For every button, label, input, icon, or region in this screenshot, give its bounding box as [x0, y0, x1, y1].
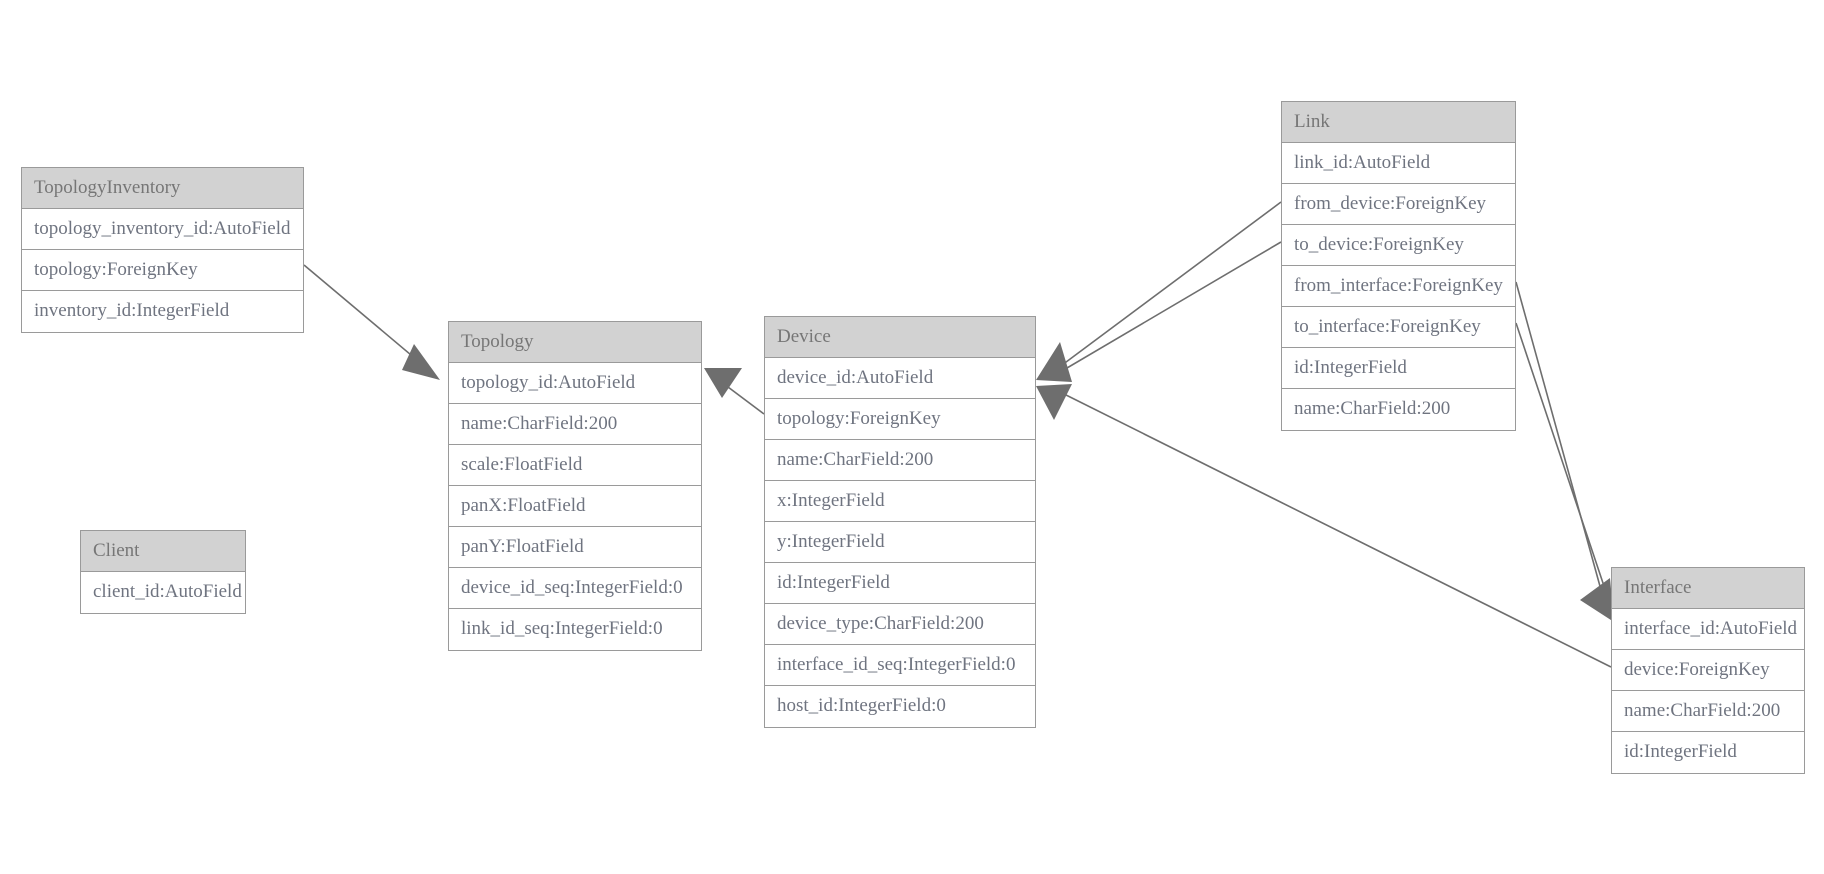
entity-field-row: name:CharField:200 — [765, 440, 1035, 481]
entity-title-client: Client — [81, 531, 245, 572]
entity-field-row: id:IntegerField — [765, 563, 1035, 604]
entity-field-row: client_id:AutoField — [81, 572, 245, 613]
entity-field-row: device_id_seq:IntegerField:0 — [449, 568, 701, 609]
entity-field-row: to_device:ForeignKey — [1282, 225, 1515, 266]
edge-link-tointerface-interface — [1515, 322, 1613, 611]
entity-field-row: topology:ForeignKey — [22, 250, 303, 291]
entity-field-row: from_device:ForeignKey — [1282, 184, 1515, 225]
entity-field-row: link_id_seq:IntegerField:0 — [449, 609, 701, 650]
entity-title-interface: Interface — [1612, 568, 1804, 609]
entity-field-row: to_interface:ForeignKey — [1282, 307, 1515, 348]
entity-field-row: host_id:IntegerField:0 — [765, 686, 1035, 727]
entity-title-topology_inventory: TopologyInventory — [22, 168, 303, 209]
entity-field-row: device_id:AutoField — [765, 358, 1035, 399]
edge-device-topology — [704, 368, 765, 415]
entity-field-row: x:IntegerField — [765, 481, 1035, 522]
entity-field-row: interface_id:AutoField — [1612, 609, 1804, 650]
entity-field-row: name:CharField:200 — [1282, 389, 1515, 430]
entity-field-row: interface_id_seq:IntegerField:0 — [765, 645, 1035, 686]
entity-field-row: scale:FloatField — [449, 445, 701, 486]
entity-field-row: inventory_id:IntegerField — [22, 291, 303, 332]
edge-topologyinventory-topology — [303, 264, 440, 380]
entity-title-topology: Topology — [449, 322, 701, 363]
edge-link-frominterface-interface — [1515, 281, 1607, 609]
entity-field-row: device:ForeignKey — [1612, 650, 1804, 691]
entity-field-row: y:IntegerField — [765, 522, 1035, 563]
arrowhead-device-incoming — [1036, 342, 1072, 420]
entity-field-row: device_type:CharField:200 — [765, 604, 1035, 645]
entity-field-row: id:IntegerField — [1612, 732, 1804, 773]
entity-field-row: panY:FloatField — [449, 527, 701, 568]
entity-field-row: id:IntegerField — [1282, 348, 1515, 389]
entity-field-row: topology_id:AutoField — [449, 363, 701, 404]
entity-field-row: name:CharField:200 — [1612, 691, 1804, 732]
entity-field-row: topology_inventory_id:AutoField — [22, 209, 303, 250]
arrowhead-interface-incoming — [1580, 578, 1614, 622]
edge-link-todevice-device — [1049, 241, 1282, 379]
entity-title-link: Link — [1282, 102, 1515, 143]
entity-field-row: link_id:AutoField — [1282, 143, 1515, 184]
entity-field-row: name:CharField:200 — [449, 404, 701, 445]
entity-field-row: topology:ForeignKey — [765, 399, 1035, 440]
entity-field-row: from_interface:ForeignKey — [1282, 266, 1515, 307]
edge-link-fromdevice-device — [1049, 201, 1282, 375]
entity-title-device: Device — [765, 317, 1035, 358]
entity-field-row: panX:FloatField — [449, 486, 701, 527]
